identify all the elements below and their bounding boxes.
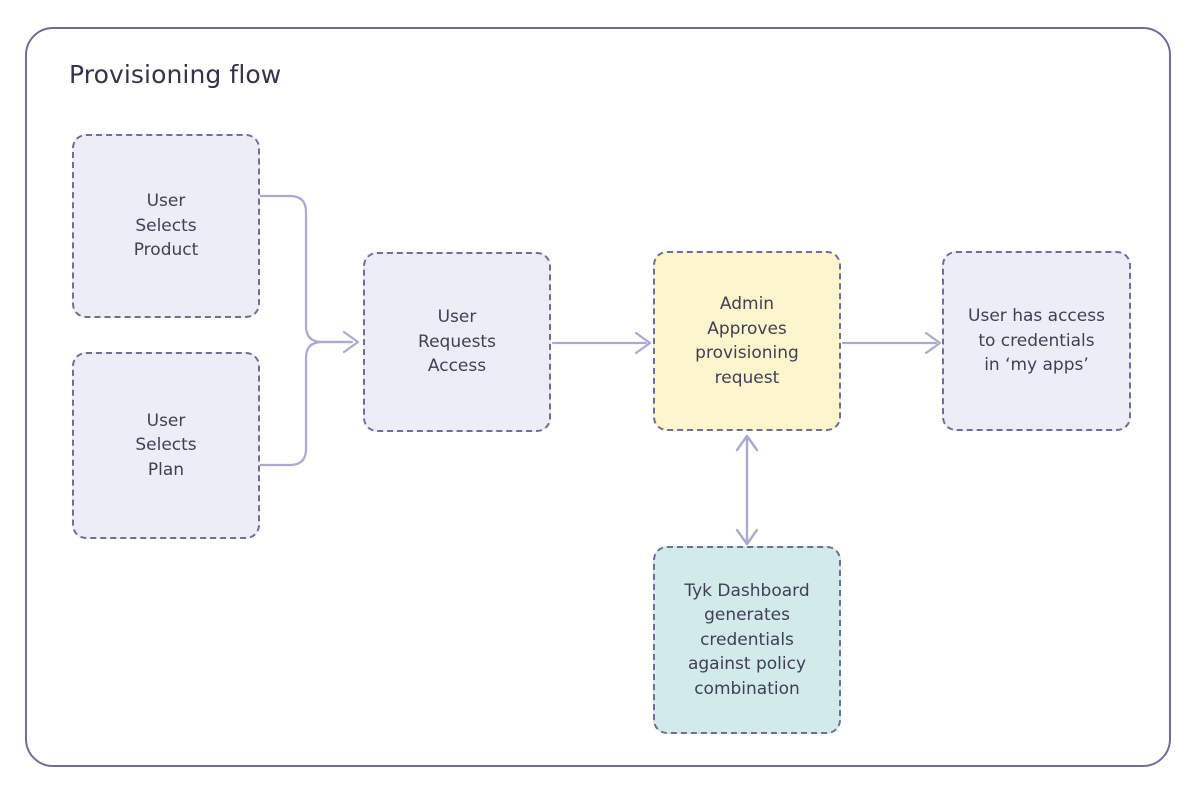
page-title: Provisioning flow [69, 60, 282, 89]
diagram-frame [25, 27, 1171, 767]
